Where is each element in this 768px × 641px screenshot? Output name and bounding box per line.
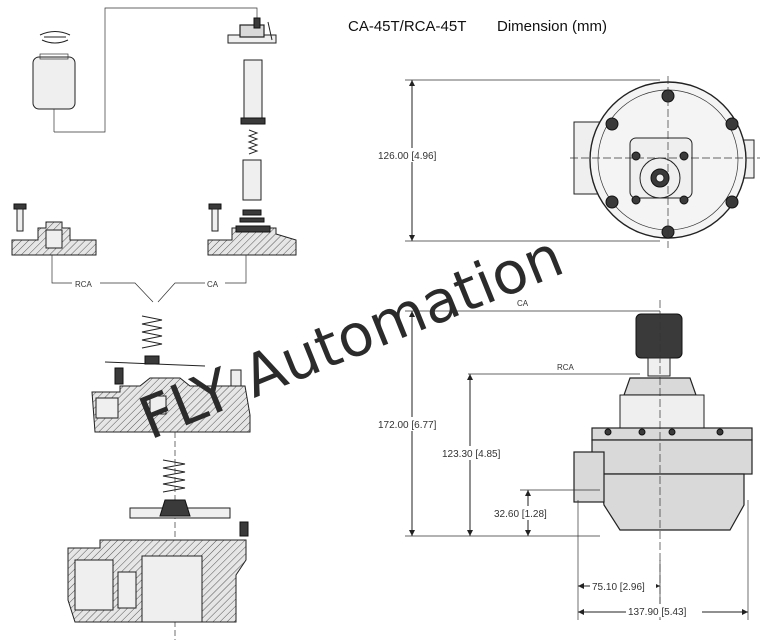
width-75-dim: 75.10 [2.96] xyxy=(592,582,645,593)
dimension-unit-title: Dimension (mm) xyxy=(497,18,607,35)
label-ca: CA xyxy=(207,280,219,289)
height-172-dim: 172.00 [6.77] xyxy=(378,420,437,431)
height-126-dim: 126.00 [4.96] xyxy=(378,151,437,162)
valve-body xyxy=(67,539,247,623)
cap-bolt-left xyxy=(13,203,27,232)
model-title: CA-45T/RCA-45T xyxy=(348,18,466,35)
side-solenoid-coil xyxy=(635,313,683,359)
pilot-diaphragm xyxy=(104,355,206,367)
width-137-dim: 137.90 [5.43] xyxy=(628,607,687,618)
middle-body xyxy=(91,367,251,433)
exploded-view: RCA CA xyxy=(11,7,297,640)
retaining-clip-icon xyxy=(39,31,71,44)
side-label-rca: RCA xyxy=(557,363,575,372)
plunger-tube xyxy=(243,59,263,121)
pilot-spring xyxy=(141,315,163,349)
watermark-text: FLY Automation xyxy=(130,221,572,452)
cover-bolt-lugs xyxy=(605,89,739,239)
plunger xyxy=(242,159,262,201)
cap-bolt-right xyxy=(208,203,222,232)
cover-rca xyxy=(11,221,97,256)
side-view: CA RCA 172.00 [6.77] 123. xyxy=(372,299,753,620)
main-diaphragm xyxy=(129,499,231,519)
solenoid-coil xyxy=(32,56,76,110)
label-rca: RCA xyxy=(75,280,93,289)
pilot-head-plate xyxy=(227,17,277,44)
height-123-dim: 123.30 [4.85] xyxy=(442,449,501,460)
cover-ca xyxy=(207,225,297,256)
side-label-ca: CA xyxy=(517,299,529,308)
main-spring xyxy=(162,459,186,493)
height-32-dim: 32.60 [1.28] xyxy=(494,509,547,520)
top-view: 126.00 [4.96] xyxy=(372,76,760,248)
